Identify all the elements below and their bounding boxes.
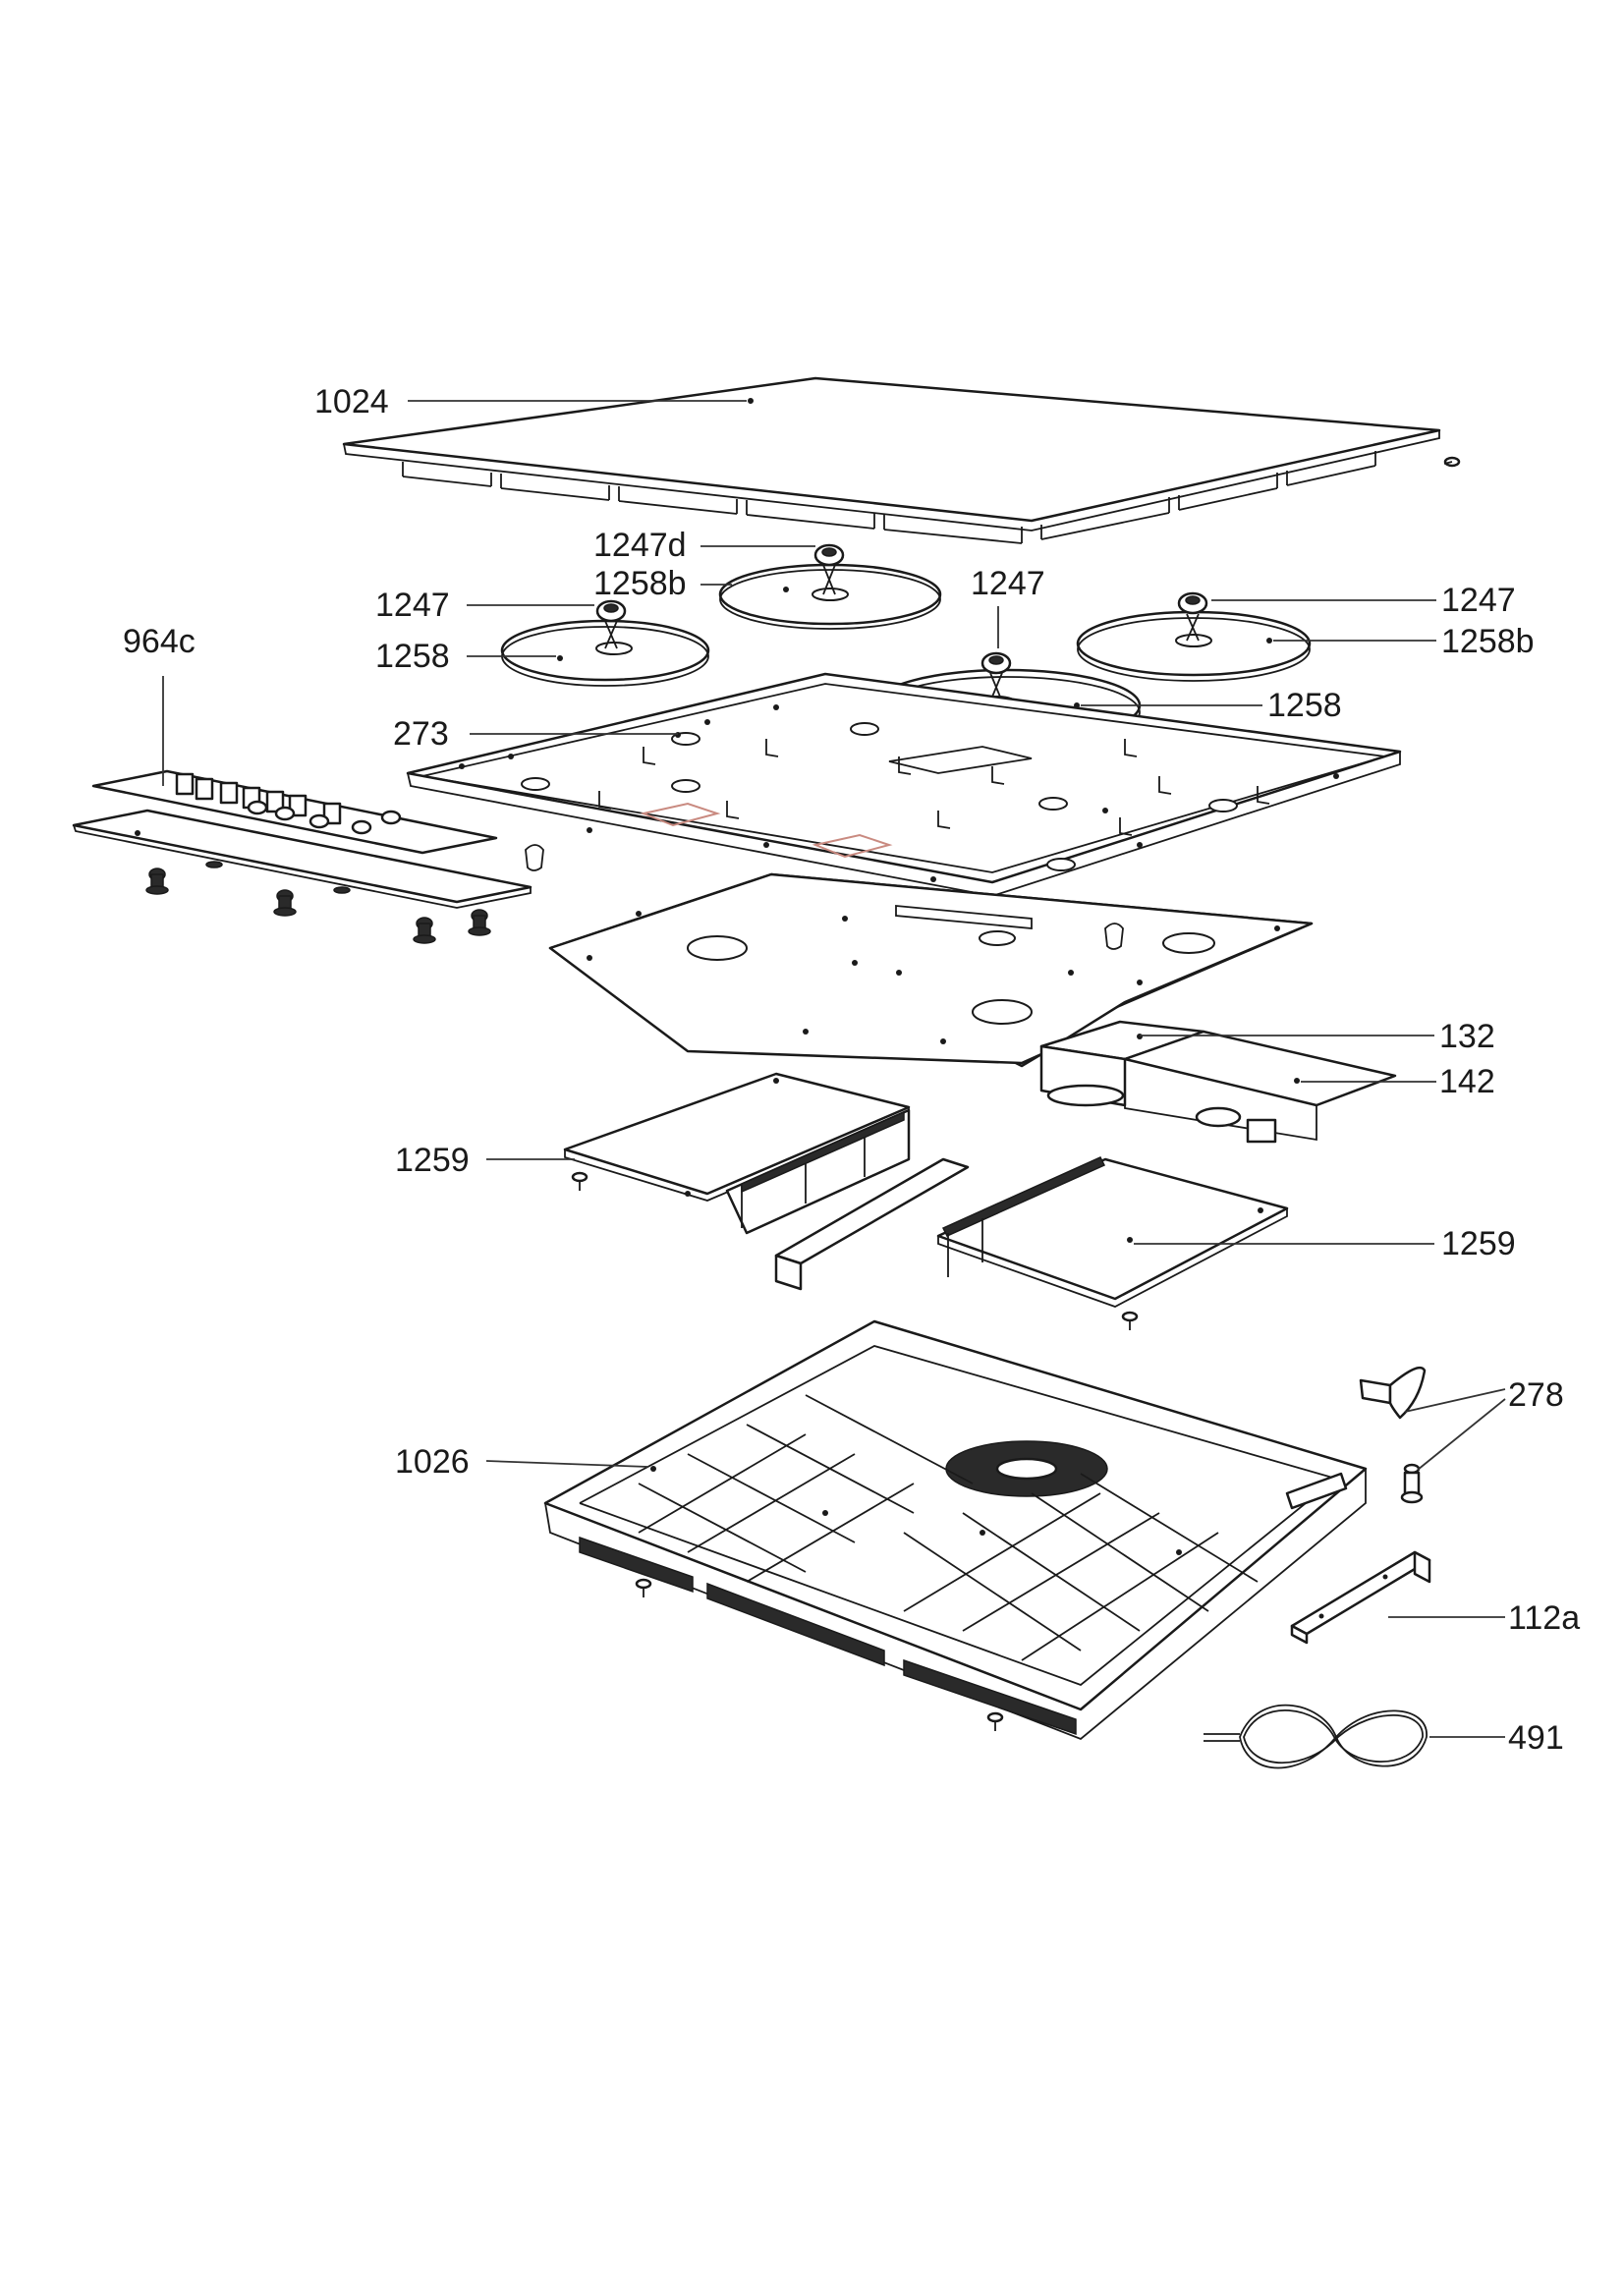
foot-peg	[468, 909, 491, 936]
foot-peg	[413, 917, 436, 944]
screw-housing-bottom	[986, 1711, 1004, 1731]
bottom-housing[interactable]	[543, 1319, 1368, 1741]
temperature-sensor-center[interactable]	[980, 651, 1012, 702]
induction-coil-right[interactable]	[1076, 610, 1312, 682]
screw-board-right	[1121, 1311, 1139, 1330]
temperature-sensor-right[interactable]	[1177, 591, 1208, 642]
induction-coil-left[interactable]	[500, 619, 710, 687]
label-sensor-left: 1247	[375, 587, 450, 624]
glass-ceramic-top[interactable]	[342, 376, 1441, 544]
foot-peg	[273, 889, 297, 917]
insulation-plate[interactable]	[548, 872, 1314, 1068]
label-coil-right: 1258b	[1441, 623, 1535, 660]
label-fan-board: 142	[1439, 1063, 1495, 1100]
label-coil-support-plate: 273	[393, 715, 449, 753]
screw-board-left	[571, 1171, 588, 1191]
mounting-bracket[interactable]	[1290, 1550, 1431, 1645]
screw-housing-left	[635, 1578, 652, 1597]
clip-screw[interactable]	[1400, 1463, 1424, 1504]
label-sensor-top-left: 1247d	[593, 527, 687, 564]
small-clip-right	[1104, 923, 1124, 950]
label-filter-board: 132	[1439, 1018, 1495, 1055]
label-control-panel: 964c	[123, 623, 196, 660]
label-power-board-right: 1259	[1441, 1225, 1516, 1262]
power-board-right[interactable]	[936, 1156, 1289, 1308]
power-cable[interactable]	[1204, 1704, 1428, 1769]
temperature-sensor-top-left[interactable]	[813, 543, 845, 595]
label-sensor-center: 1247	[971, 565, 1045, 602]
small-clip-left	[525, 844, 544, 871]
leader-lines	[162, 400, 1506, 1738]
divider-strip	[774, 1157, 970, 1291]
label-bracket: 112a	[1508, 1599, 1580, 1637]
label-clip: 278	[1508, 1376, 1564, 1414]
control-panel-assembly[interactable]	[72, 769, 532, 944]
fan-board[interactable]	[1123, 1030, 1397, 1144]
label-glass-top: 1024	[314, 383, 389, 420]
label-coil-center: 1258	[1267, 687, 1342, 724]
foot-peg	[145, 868, 169, 895]
label-coil-top-left: 1258b	[593, 565, 687, 602]
induction-coil-top-left[interactable]	[718, 563, 942, 630]
label-cable: 491	[1508, 1719, 1564, 1757]
screw-top-right	[1443, 456, 1461, 468]
label-sensor-right: 1247	[1441, 582, 1516, 619]
coil-support-plate[interactable]	[406, 672, 1402, 897]
label-power-board-left: 1259	[395, 1142, 470, 1179]
power-board-left[interactable]	[563, 1072, 911, 1235]
label-coil-left: 1258	[375, 638, 450, 675]
mounting-clip[interactable]	[1359, 1366, 1427, 1420]
temperature-sensor-left[interactable]	[595, 599, 627, 649]
label-bottom-housing: 1026	[395, 1443, 470, 1481]
